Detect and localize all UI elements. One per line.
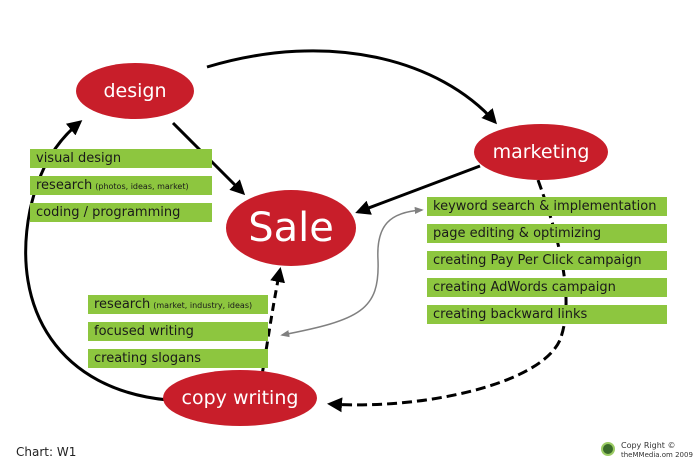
marketing-tag-backward-links: creating backward links xyxy=(427,305,667,324)
logo-circle-icon xyxy=(601,442,615,456)
design-tag-research-note: (photos, ideas, market) xyxy=(95,182,189,191)
arrow-marketing-copy-link xyxy=(280,206,424,338)
chart-label: Chart: W1 xyxy=(16,445,77,459)
marketing-tag-adwords: creating AdWords campaign xyxy=(427,278,667,297)
node-sale: Sale xyxy=(226,190,356,266)
node-copy-writing-label: copy writing xyxy=(181,387,299,409)
node-marketing: marketing xyxy=(474,124,608,180)
copyright-logo: Copy Right © theMMedia.om 2009 xyxy=(601,438,693,462)
design-tag-research: research(photos, ideas, market) xyxy=(30,176,212,195)
arrow-copywriting-to-design xyxy=(24,120,169,402)
copy-tag-research: research(market, industry, ideas) xyxy=(88,295,268,314)
node-design-label: design xyxy=(103,80,167,102)
node-design: design xyxy=(76,63,194,119)
copyright-line2: theMMedia.om 2009 xyxy=(621,451,693,459)
marketing-tag-keyword-search: keyword search & implementation xyxy=(427,197,667,216)
arrow-marketing-to-copywriting xyxy=(327,179,568,413)
design-tag-coding: coding / programming xyxy=(30,203,212,222)
node-marketing-label: marketing xyxy=(492,141,590,163)
node-sale-label: Sale xyxy=(248,205,334,251)
copy-tag-focused-writing: focused writing xyxy=(88,322,268,341)
node-copy-writing: copy writing xyxy=(163,370,317,426)
copy-tag-slogans: creating slogans xyxy=(88,349,268,368)
design-tag-visual-design: visual design xyxy=(30,149,212,168)
arrow-design-to-marketing xyxy=(206,49,497,125)
marketing-tag-ppc: creating Pay Per Click campaign xyxy=(427,251,667,270)
copy-tag-research-note: (market, industry, ideas) xyxy=(153,301,253,310)
copyright-line1: Copy Right © xyxy=(621,441,676,450)
arrow-copywriting-to-sale xyxy=(260,267,286,376)
marketing-tag-page-editing: page editing & optimizing xyxy=(427,224,667,243)
